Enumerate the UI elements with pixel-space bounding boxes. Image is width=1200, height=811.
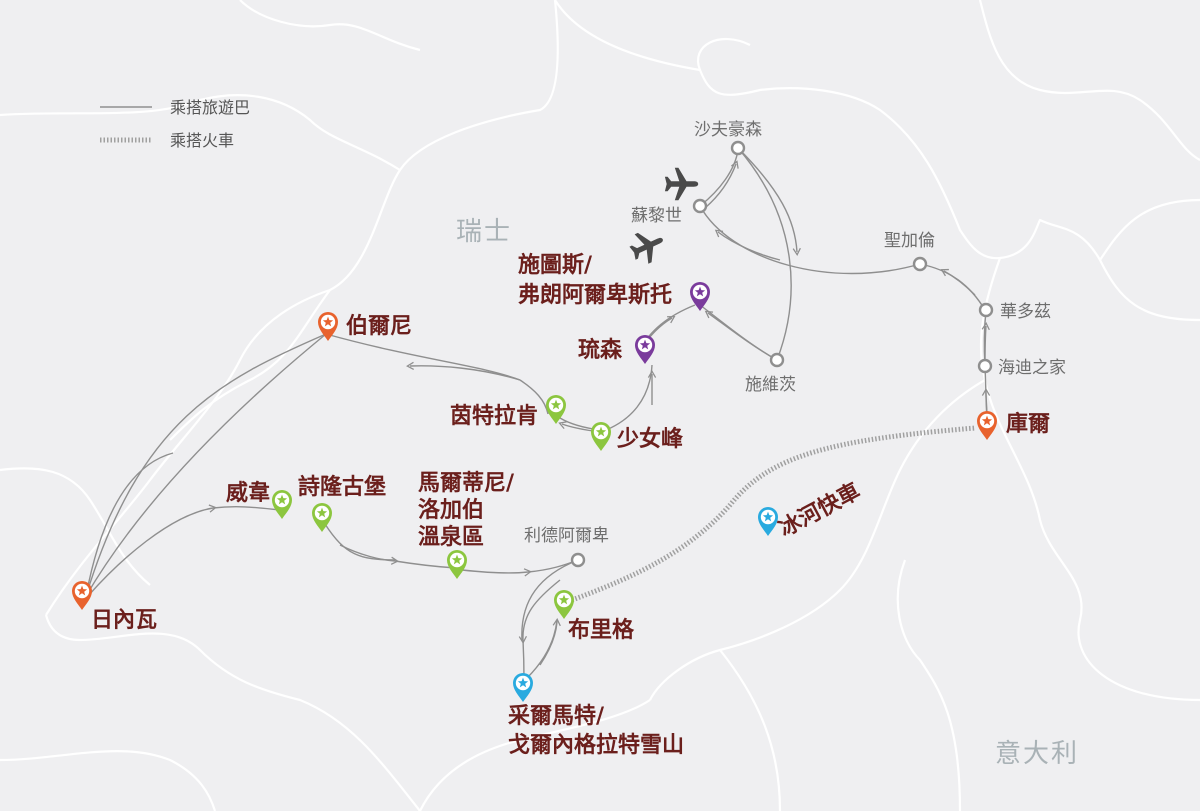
star-marker-icon[interactable] <box>312 503 332 532</box>
airplane-icon <box>625 224 670 268</box>
star-icon <box>76 585 88 596</box>
label-jungfrau: 少女峰 <box>616 426 684 452</box>
label-chur: 庫爾 <box>1006 411 1050 437</box>
airplane-icon <box>664 167 699 201</box>
label-zermatt-line1: 采爾馬特/ <box>508 703 605 729</box>
star-marker-icon[interactable] <box>546 395 566 424</box>
country-label-italy: 意大利 <box>995 739 1079 769</box>
labels: 日內瓦 伯爾尼 威韋 詩隆古堡 馬爾蒂尼/ 洛加伯 溫泉區 利德阿爾卑 布里格 … <box>91 119 1066 758</box>
label-zurich: 蘇黎世 <box>631 206 682 226</box>
label-leuk: 利德阿爾卑 <box>524 526 609 546</box>
star-icon <box>694 286 706 297</box>
label-schwyz: 施維茨 <box>745 375 796 395</box>
star-icon <box>639 339 651 350</box>
star-marker-icon[interactable] <box>272 490 292 519</box>
star-icon <box>558 594 570 605</box>
label-martigny-line1: 馬爾蒂尼/ <box>418 471 515 496</box>
star-marker-icon[interactable] <box>318 311 339 341</box>
star-marker-icon[interactable] <box>635 335 655 364</box>
bus-routes <box>85 147 991 681</box>
stop-circle-icon[interactable] <box>570 552 586 568</box>
label-chillon: 詩隆古堡 <box>298 474 386 500</box>
star-marker-icon[interactable] <box>977 411 997 440</box>
label-lucerne: 琉森 <box>578 337 623 363</box>
label-interlaken: 茵特拉肯 <box>450 403 538 429</box>
legend-train-label: 乘搭火車 <box>170 131 234 150</box>
stop-circle-icon[interactable] <box>912 256 928 272</box>
label-brig: 布里格 <box>568 617 635 643</box>
star-marker-icon[interactable] <box>447 550 467 579</box>
star-marker-icon[interactable] <box>554 590 574 619</box>
star-marker-icon[interactable] <box>591 422 611 451</box>
stop-circle-icon[interactable] <box>978 302 994 318</box>
star-icon <box>595 426 607 437</box>
legend: 乘搭旅遊巴 乘搭火車 <box>100 98 250 150</box>
stop-circle-icon[interactable] <box>730 140 746 156</box>
star-icon <box>550 399 562 410</box>
star-icon <box>762 511 774 522</box>
star-marker-icon[interactable] <box>690 282 710 311</box>
star-icon <box>451 554 463 565</box>
star-marker-icon[interactable] <box>72 580 93 610</box>
label-vevey: 威韋 <box>226 480 270 506</box>
legend-bus-label: 乘搭旅遊巴 <box>170 98 250 117</box>
country-label-switzerland: 瑞士 <box>456 217 512 247</box>
label-glacier-express: 冰河快車 <box>775 479 864 542</box>
label-stans-line1: 施圖斯/ <box>518 252 593 278</box>
star-icon <box>316 507 328 518</box>
label-heidi-house: 海迪之家 <box>998 358 1066 378</box>
star-icon <box>276 494 288 505</box>
star-icon <box>322 316 334 327</box>
star-marker-icon[interactable] <box>758 507 778 536</box>
stop-circle-icon[interactable] <box>769 352 785 368</box>
star-icon <box>981 415 993 426</box>
label-martigny-line3: 溫泉區 <box>418 524 484 550</box>
label-vaduz: 華多茲 <box>1000 302 1051 322</box>
pins <box>72 282 997 702</box>
label-schaffhausen: 沙夫豪森 <box>694 119 762 140</box>
star-icon <box>517 677 529 688</box>
star-marker-icon[interactable] <box>513 673 533 702</box>
stop-circle-icon[interactable] <box>692 198 708 214</box>
label-zermatt-line2: 戈爾內格拉特雪山 <box>508 732 684 758</box>
label-bern: 伯爾尼 <box>346 313 412 339</box>
label-martigny-line2: 洛加伯 <box>418 497 484 523</box>
label-stans-line2: 弗朗阿爾卑斯托 <box>518 282 672 308</box>
stop-circle-icon[interactable] <box>977 358 993 374</box>
label-st-gallen: 聖加倫 <box>884 231 935 251</box>
label-geneva: 日內瓦 <box>91 608 157 633</box>
